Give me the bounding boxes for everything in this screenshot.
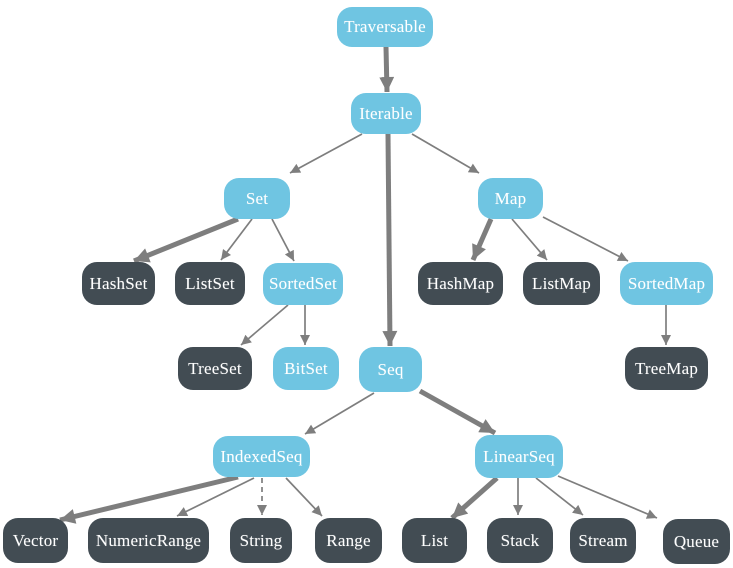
- node-hashset: HashSet: [82, 262, 155, 305]
- node-sortedmap: SortedMap: [620, 262, 713, 305]
- node-queue: Queue: [663, 519, 730, 564]
- edge-traversable-to-iterable: [379, 46, 395, 93]
- edge-map-to-listmap: [511, 218, 548, 261]
- edge-map-to-hashmap: [470, 217, 494, 262]
- edge-seq-to-linearseq: [418, 388, 497, 436]
- node-string: String: [230, 518, 292, 563]
- node-numericrange: NumericRange: [88, 518, 209, 563]
- node-traversable: Traversable: [337, 7, 433, 47]
- edge-set-to-listset: [220, 218, 253, 261]
- node-hashmap: HashMap: [418, 262, 503, 305]
- node-stack: Stack: [487, 518, 553, 563]
- node-linearseq: LinearSeq: [475, 435, 563, 478]
- edge-sortedset-to-treeset: [240, 304, 289, 346]
- node-iterable: Iterable: [351, 93, 421, 134]
- edge-indexedseq-to-vector: [59, 474, 239, 524]
- node-seq: Seq: [359, 347, 422, 392]
- edge-indexedseq-to-numericrange: [176, 477, 255, 517]
- edge-set-to-hashset: [133, 216, 239, 264]
- node-vector: Vector: [3, 518, 68, 563]
- node-sortedset: SortedSet: [263, 263, 343, 305]
- node-indexedseq: IndexedSeq: [213, 436, 310, 477]
- node-map: Map: [478, 178, 543, 219]
- edge-iterable-to-set: [289, 133, 363, 174]
- node-listset: ListSet: [175, 262, 245, 305]
- node-bitset: BitSet: [273, 347, 339, 390]
- node-list: List: [402, 518, 467, 563]
- edge-map-to-sortedmap: [542, 216, 629, 262]
- node-stream: Stream: [570, 518, 636, 563]
- node-treemap: TreeMap: [625, 347, 708, 390]
- edge-linearseq-to-queue: [557, 475, 658, 519]
- edge-iterable-to-seq: [382, 133, 398, 347]
- edge-seq-to-indexedseq: [304, 392, 375, 435]
- edge-iterable-to-map: [411, 133, 480, 174]
- node-range: Range: [315, 518, 382, 563]
- node-listmap: ListMap: [523, 262, 600, 305]
- edge-linearseq-to-list: [450, 476, 499, 520]
- edge-linearseq-to-stream: [535, 477, 584, 516]
- edge-group: [59, 46, 671, 524]
- node-set: Set: [224, 178, 290, 219]
- edge-indexedseq-to-range: [285, 477, 323, 517]
- edge-set-to-sortedset: [271, 218, 295, 262]
- node-treeset: TreeSet: [178, 347, 252, 390]
